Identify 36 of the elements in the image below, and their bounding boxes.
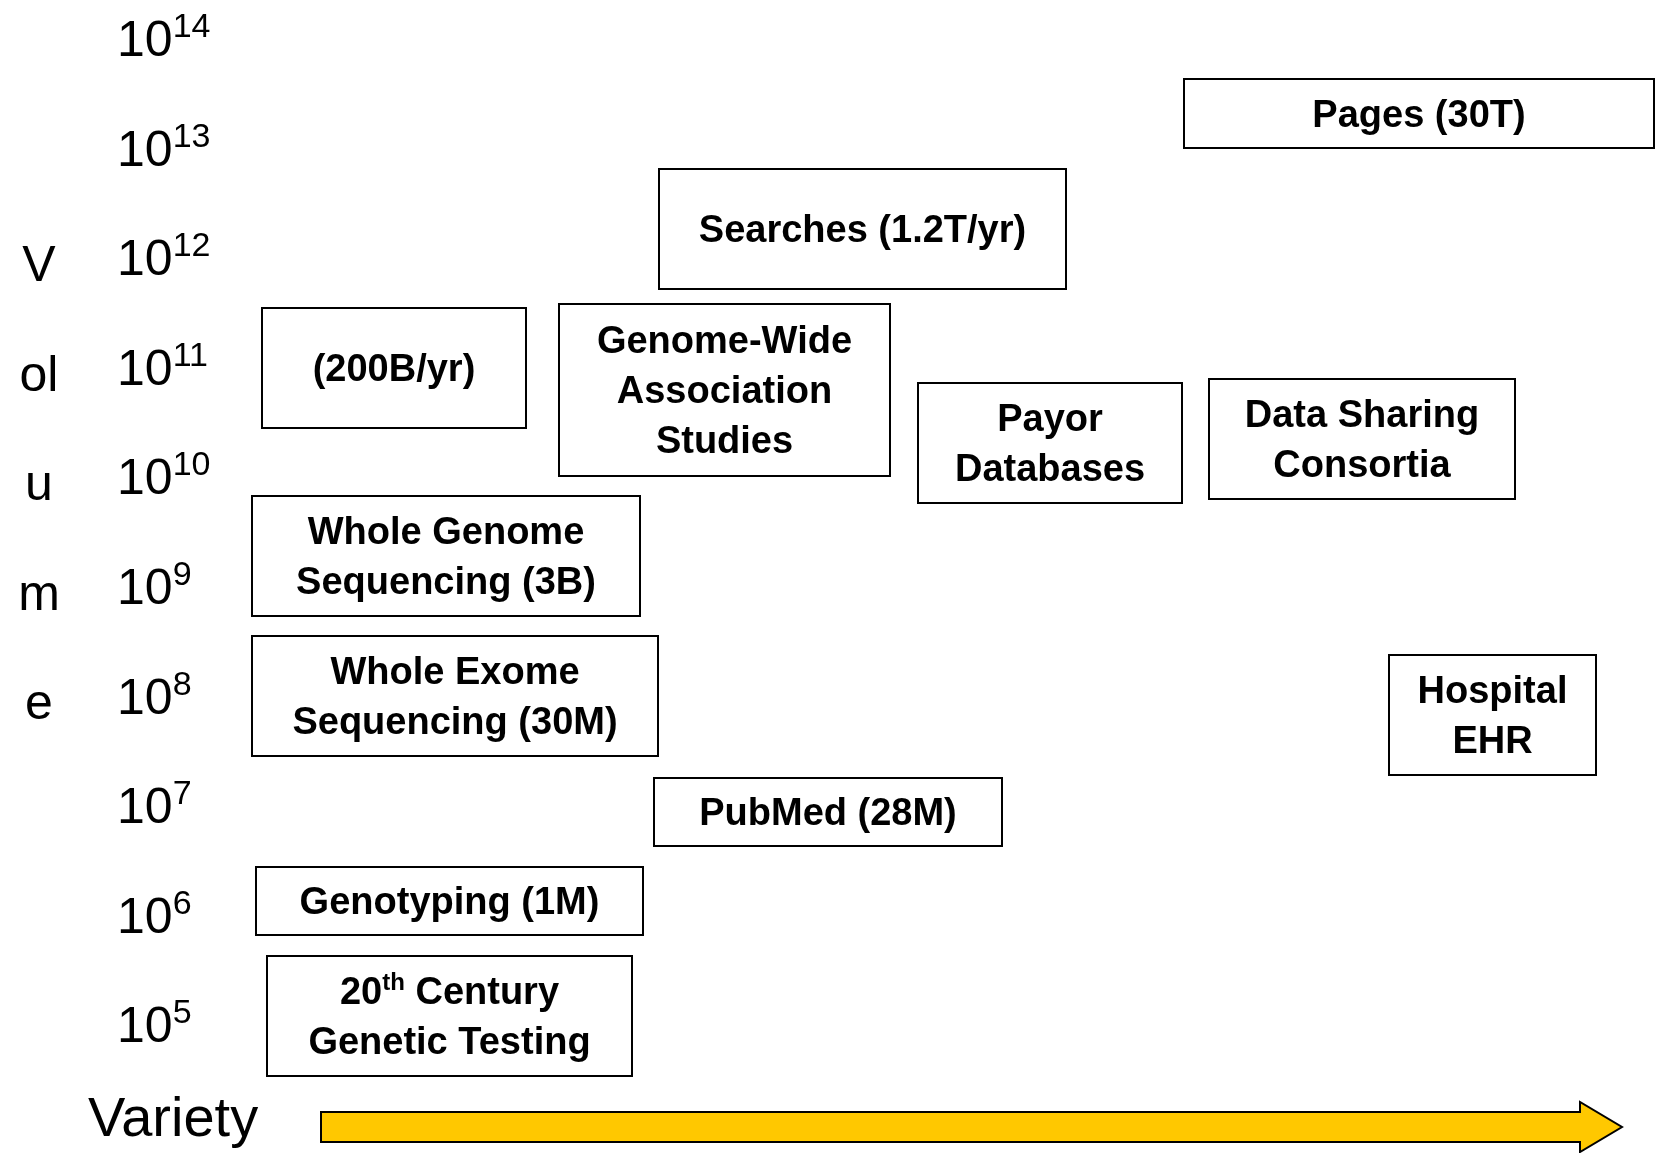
axis-tick-label: 10$^{9}$	[117, 557, 192, 617]
data-source-box	[255, 866, 644, 936]
axis-tick-label: 10$^{7}$	[117, 776, 192, 837]
axis-title: Volume	[17, 235, 61, 733]
data-source-box	[1183, 78, 1655, 149]
axis-tick-label: 10$^{8}$	[117, 666, 192, 727]
box-label: Pages (30T)	[1312, 91, 1526, 137]
axis-tick-label: 10$^{12}$	[117, 228, 211, 289]
data-source-box	[917, 382, 1183, 504]
data-source-box	[1208, 378, 1516, 500]
box-label: 20$^{th}$ Century Genetic Testing	[307, 966, 592, 1064]
box-label: Whole Exome Sequencing (30M)	[291, 649, 619, 744]
data-source-box	[266, 955, 633, 1077]
data-source-box	[261, 307, 527, 429]
box-label: Genome-Wide Association Studies	[595, 318, 854, 463]
data-source-box	[658, 168, 1067, 290]
box-label: (200B/yr)	[312, 346, 476, 391]
axis-tick-label: 10$^{13}$	[117, 118, 211, 179]
data-source-box	[251, 495, 641, 617]
axis-tick-label: 10$^{14}$	[117, 9, 211, 69]
data-source-box	[1388, 654, 1597, 776]
axis-title: Variety	[88, 1084, 259, 1150]
box-label: Genotyping (1M)	[299, 879, 600, 924]
data-source-box	[251, 635, 659, 757]
box-label: PubMed (28M)	[699, 790, 957, 835]
box-label: Payor Databases	[953, 396, 1147, 491]
box-label: Whole Genome Sequencing (3B)	[295, 509, 597, 604]
box-label: Searches (1.2T/yr)	[698, 207, 1027, 252]
box-label: Data Sharing Consortia	[1243, 392, 1481, 487]
axis-tick-label: 10$^{11}$	[117, 337, 208, 398]
box-label: Hospital EHR	[1416, 668, 1569, 763]
axis-tick-label: 10$^{6}$	[117, 885, 192, 946]
axis-tick-label: 10$^{5}$	[117, 995, 192, 1056]
data-source-box	[653, 777, 1003, 847]
axis-tick-label: 10$^{10}$	[117, 447, 211, 508]
data-source-box	[558, 303, 891, 477]
